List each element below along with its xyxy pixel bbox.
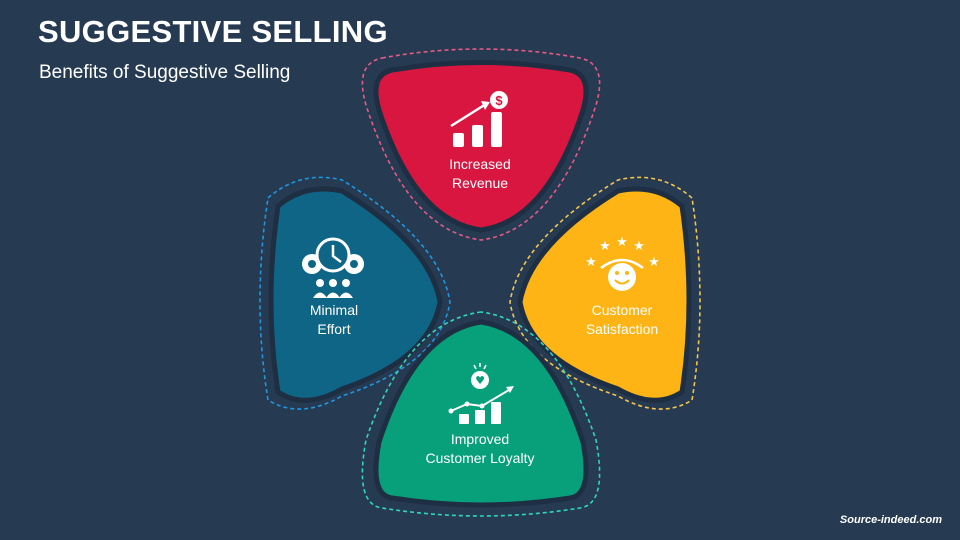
label-line: Improved [450,431,510,447]
clock-gears-team-icon [302,237,364,298]
svg-text:★: ★ [585,254,597,269]
label-line: Satisfaction [585,321,659,337]
label-improved-loyalty: Improved Customer Loyalty [390,430,570,468]
revenue-growth-icon: $ [450,91,508,147]
svg-text:★: ★ [648,254,660,269]
source-credit: Source-indeed.com [839,514,942,526]
label-line: Increased [449,156,511,172]
smiley-stars-icon: ★ ★ ★ ★ ★ [585,234,660,291]
svg-text:★: ★ [633,238,645,253]
label-increased-revenue: Increased Revenue [390,155,570,193]
petal-minimal-effort [259,176,451,410]
petal-outline-revenue [361,48,601,241]
label-line: Effort [317,321,351,337]
petal-shape-satisfaction [517,186,692,403]
label-line: Minimal [309,302,359,318]
svg-text:★: ★ [616,234,628,249]
petal-outline-effort [259,176,451,410]
petal-outline-loyalty [361,311,601,517]
loyalty-chart-icon: ♥ [448,363,514,424]
svg-text:★: ★ [599,238,611,253]
petal-outline-satisfaction [509,176,701,410]
svg-text:♥: ♥ [475,374,485,387]
petal-increased-revenue: $ [361,48,601,241]
petal-shape-effort [268,186,443,403]
label-customer-satisfaction: Customer Satisfaction [532,301,712,339]
svg-text:$: $ [495,93,503,108]
page-title: SUGGESTIVE SELLING [38,14,388,49]
petal-improved-loyalty: ♥ [361,311,601,517]
label-minimal-effort: Minimal Effort [244,301,424,339]
label-line: Revenue [451,175,509,191]
page-subtitle: Benefits of Suggestive Selling [39,62,291,83]
petal-customer-satisfaction: ★ ★ ★ ★ ★ [509,176,701,410]
label-line: Customer Loyalty [425,450,535,466]
label-line: Customer [591,302,653,318]
